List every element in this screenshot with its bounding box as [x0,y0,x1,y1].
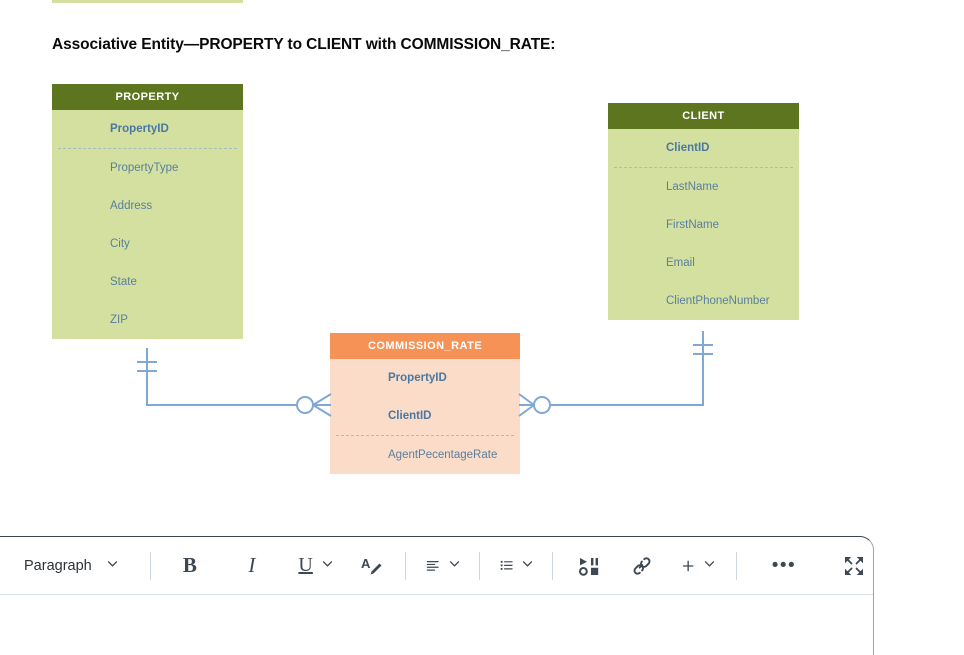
attribute-cr-propertyid: PropertyID [388,372,447,384]
chevron-down-icon [321,557,334,575]
key-separator [614,167,793,168]
more-options-button[interactable]: ••• [771,554,797,576]
crowsfoot-prong [312,404,332,417]
plus-icon [682,560,694,571]
bulleted-list-icon [500,560,513,570]
page-heading: Associative Entity—PROPERTY to CLIENT wi… [52,36,556,53]
entity-client[interactable]: CLIENT ClientID LastName FirstName Email… [608,103,799,320]
link-button[interactable] [623,549,661,583]
key-separator [336,435,514,436]
attribute-address: Address [110,200,153,212]
align-left-icon [427,561,439,571]
key-separator [58,148,237,149]
attribute-propertytype: PropertyType [110,162,179,174]
cardinality-zero-circle [296,396,314,414]
text-color-icon: A [361,556,382,574]
underline-label: U [298,554,313,576]
bold-button[interactable]: B [182,553,197,577]
insert-button[interactable] [677,549,720,583]
crowsfoot-prong [518,393,535,406]
attribute-firstname: FirstName [666,219,720,231]
chevron-down-icon [448,557,461,575]
chevron-down-icon [703,557,716,575]
attribute-zip: ZIP [110,314,128,326]
toolbar-divider [551,551,553,580]
attribute-clientphonenumber: ClientPhoneNumber [666,295,770,307]
fullscreen-button[interactable] [835,549,873,583]
relationship-line-client-commission [551,331,704,406]
entity-commission-rate-attributes: PropertyID ClientID AgentPecentageRate [330,359,520,474]
attribute-state: State [110,276,137,288]
link-icon [633,556,651,575]
svg-text:A: A [361,556,371,571]
rich-text-editor-panel: Paragraph B I U A [0,536,874,655]
editor-toolbar: Paragraph B I U A [0,537,873,595]
entity-client-attributes: ClientID LastName FirstName Email Client… [608,129,799,320]
attribute-agentpecentagerate: AgentPecentageRate [388,449,498,461]
media-button[interactable] [571,549,609,583]
paragraph-style-select[interactable]: Paragraph [14,549,140,583]
italic-button[interactable]: I [248,553,256,577]
entity-commission-rate[interactable]: COMMISSION_RATE PropertyID ClientID Agen… [330,333,520,474]
toolbar-divider [478,551,480,580]
document-canvas: Associative Entity—PROPERTY to CLIENT wi… [52,0,799,474]
toolbar-divider [736,551,737,580]
crowsfoot-prong [312,393,332,406]
entity-property[interactable]: PROPERTY PropertyID PropertyType Address… [52,84,243,339]
relationship-line-property-commission [146,348,296,406]
attribute-city: City [110,238,130,250]
expand-icon [844,556,863,575]
toolbar-divider [150,551,151,580]
attribute-cr-clientid: ClientID [388,410,432,422]
text-color-button[interactable]: A [353,549,391,583]
chevron-down-icon [106,557,119,575]
previous-entity-strip [52,0,243,3]
crowsfoot-prong [518,404,535,417]
editor-text-area[interactable] [0,595,873,654]
entity-property-title: PROPERTY [52,84,243,110]
paragraph-style-value: Paragraph [24,557,92,574]
attribute-email: Email [666,257,695,269]
attribute-propertyid: PropertyID [110,123,169,135]
media-icon [578,557,599,576]
chevron-down-icon [521,557,534,575]
toolbar-divider [405,551,407,580]
entity-property-attributes: PropertyID PropertyType Address City Sta… [52,110,243,339]
list-button[interactable] [496,549,538,583]
align-button[interactable] [422,549,464,583]
underline-button[interactable]: U [297,549,336,583]
attribute-lastname: LastName [666,181,719,193]
attribute-clientid: ClientID [666,142,710,154]
cardinality-zero-circle [533,396,551,414]
entity-commission-rate-title: COMMISSION_RATE [330,333,520,359]
entity-client-title: CLIENT [608,103,799,129]
